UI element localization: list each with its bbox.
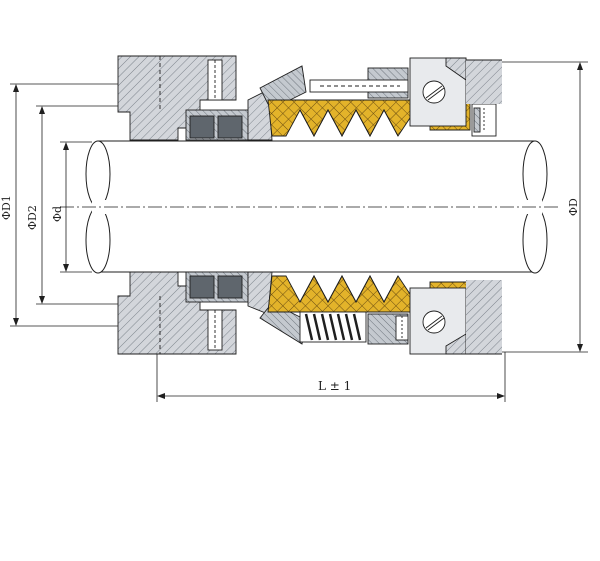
label-L: L ± 1 <box>318 379 351 393</box>
label-d: Φd <box>51 206 64 222</box>
dimension-labels: ΦD1 ΦD2 Φd ΦD L ± 1 <box>0 195 580 393</box>
label-D: ΦD <box>567 198 580 216</box>
upper-assembly <box>117 55 502 141</box>
shaft <box>60 140 560 274</box>
dimension-arrows <box>13 62 583 399</box>
lower-assembly <box>117 271 502 355</box>
label-D2: ΦD2 <box>26 205 39 230</box>
label-D1: ΦD1 <box>0 195 13 220</box>
